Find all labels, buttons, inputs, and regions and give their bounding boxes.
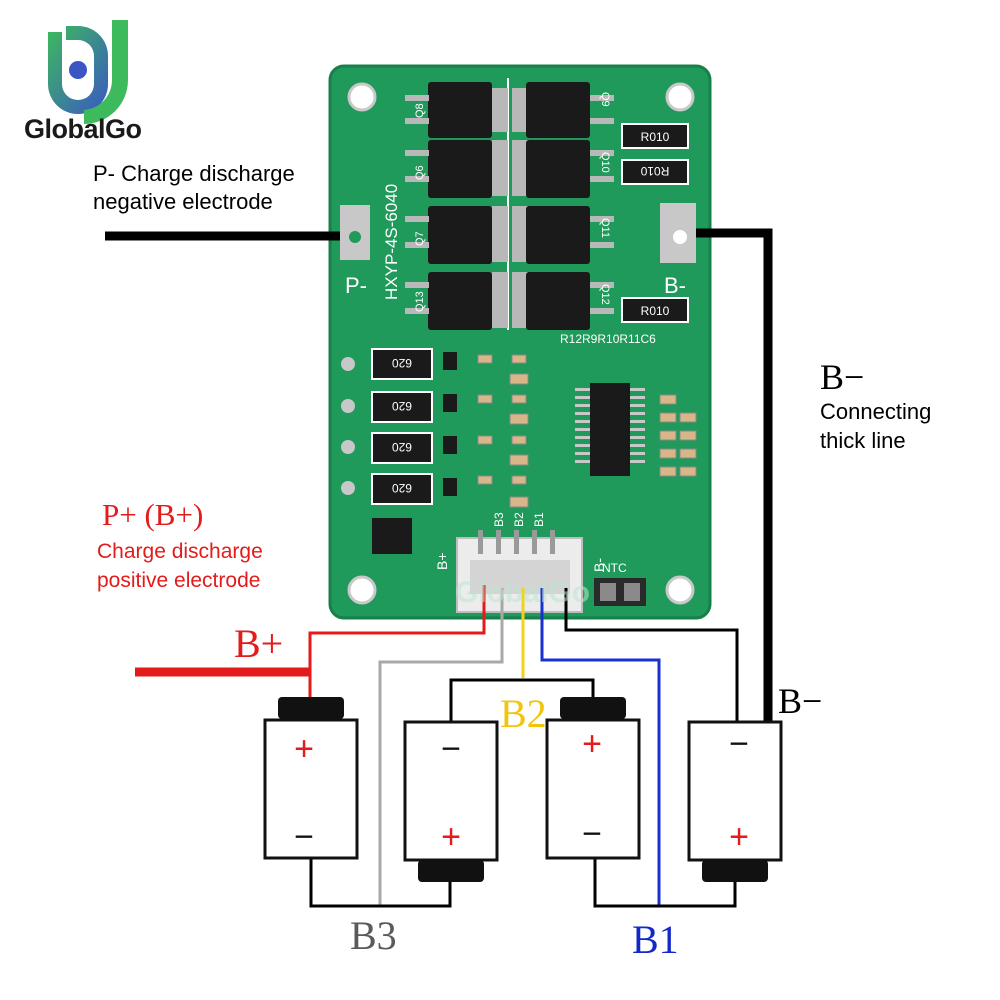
battery-3-bottom: − — [582, 815, 602, 853]
b2-bridge-wire — [449, 678, 595, 722]
resistor-row-label: R12R9R10R11C6 — [560, 332, 656, 346]
b-plus-label: B+ — [234, 621, 284, 666]
wiring — [105, 228, 773, 908]
balance-connector — [456, 530, 583, 613]
battery-3 — [545, 697, 641, 860]
shunt-resistor — [621, 123, 689, 149]
bms-controller-ic — [575, 383, 645, 476]
battery-4 — [687, 720, 783, 882]
b-plus-wire — [308, 585, 486, 698]
shunt-resistor — [621, 297, 689, 323]
diode-d1 — [372, 518, 412, 554]
connector-pin-b-minus: B- — [591, 558, 607, 572]
connector-pin-b3: B3 — [492, 512, 506, 527]
battery-2 — [403, 720, 499, 882]
shunt-resistor — [621, 159, 689, 185]
b2-label: B2 — [500, 691, 547, 736]
pcb-model: HXYP-4S-6040 — [382, 184, 401, 300]
p-minus-description: P- Charge discharge negative electrode — [93, 160, 295, 216]
mosfet-array — [492, 88, 528, 328]
mosfet-bodies — [428, 82, 590, 330]
mosfet-label: Q6 — [414, 165, 426, 180]
p-minus-line-1: P- Charge discharge — [93, 161, 295, 186]
p-plus-description: Charge discharge positive electrode — [97, 537, 263, 595]
shunt-label: R010 — [641, 130, 670, 144]
resistor-620-label: 620 — [392, 481, 412, 495]
resistor-620-label: 620 — [392, 399, 412, 413]
resistor-620-label: 620 — [392, 356, 412, 370]
pcb-pad-p-minus: P- — [345, 273, 367, 298]
p-minus-line-2: negative electrode — [93, 189, 273, 214]
b-minus-thick-wire — [696, 228, 773, 722]
b-minus-label-right: B− — [820, 357, 865, 397]
mosfet-label: Q11 — [599, 218, 611, 238]
battery-4-top: − — [729, 725, 749, 763]
mosfet-label: Q13 — [414, 291, 426, 312]
pcb-watermark: GlobalGo — [455, 576, 590, 609]
connecting-line-2: thick line — [820, 428, 906, 453]
p-plus-line-1: Charge discharge — [97, 540, 263, 563]
battery-2-top: − — [441, 730, 461, 768]
battery-pack — [263, 697, 783, 882]
p-plus-line-2: positive electrode — [97, 569, 261, 592]
battery-3-top: + — [582, 725, 602, 763]
b-minus-label-bottom: B− — [778, 681, 823, 721]
shunt-label: R010 — [641, 304, 670, 318]
b1-bottom-wire — [593, 858, 737, 908]
b3-bottom-wire — [309, 858, 452, 908]
b-minus-thin-wire — [564, 588, 739, 722]
brand-name: GlobalGo — [24, 114, 142, 144]
pcb-pad-b-minus: B- — [664, 273, 686, 298]
ntc-label: NTC — [602, 561, 627, 575]
balance-resistors — [371, 348, 433, 505]
connector-pin-b1: B1 — [532, 512, 546, 527]
battery-1 — [263, 697, 359, 860]
battery-2-bottom: + — [441, 818, 461, 856]
mosfet-label: Q8 — [414, 103, 426, 118]
b1-wire — [540, 588, 661, 906]
b3-wire — [378, 588, 504, 906]
ntc-header — [594, 578, 646, 606]
bms-pcb — [328, 64, 712, 620]
p-plus-label: P+ (B+) — [102, 497, 204, 532]
battery-1-bottom: − — [294, 818, 314, 856]
b3-label: B3 — [350, 913, 397, 958]
mosfet-label: Q10 — [599, 152, 611, 173]
connecting-line-1: Connecting — [820, 399, 932, 424]
mosfet-label: Q9 — [599, 92, 611, 107]
mosfet-label: Q7 — [414, 231, 426, 246]
mosfet-label: Q12 — [599, 284, 611, 305]
battery-1-top: + — [294, 730, 314, 768]
resistor-620-label: 620 — [392, 440, 412, 454]
connector-pin-b2: B2 — [512, 512, 526, 527]
battery-4-bottom: + — [729, 818, 749, 856]
b-minus-description: Connecting thick line — [820, 397, 931, 455]
shunt-label: R010 — [640, 164, 669, 178]
b1-label: B1 — [632, 917, 679, 962]
connector-pin-b-plus: B+ — [434, 552, 450, 570]
brand-logo — [48, 20, 128, 124]
